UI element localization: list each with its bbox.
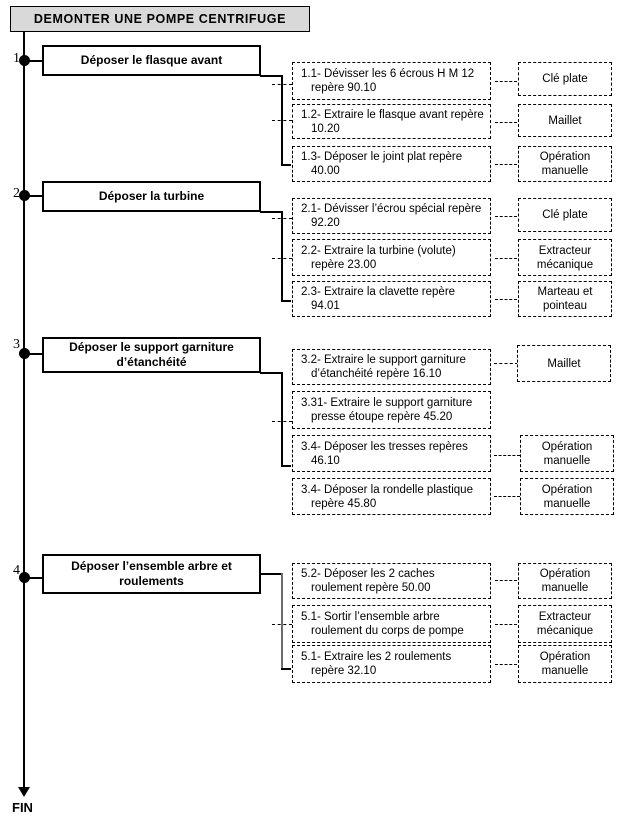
bracket-bottom-1 — [281, 164, 291, 166]
tool-box-1-1[interactable]: Clé plate — [518, 62, 612, 96]
step-node-1 — [19, 55, 30, 66]
detail-link-1-2 — [272, 120, 292, 121]
detail-text: 3.2- Extraire le support garniture d’éta… — [301, 354, 466, 380]
step-box-3[interactable]: Déposer le support garniture d’étanchéit… — [42, 337, 261, 373]
detail-box-3-3[interactable]: 3.4- Déposer les tresses repères 46.10 — [292, 435, 491, 472]
tool-link-2-3 — [495, 299, 517, 300]
detail-box-4-3[interactable]: 5.1- Extraire les 2 roulements repère 32… — [292, 645, 491, 683]
detail-text: 2.2- Extraire la turbine (volute) repère… — [301, 244, 456, 271]
detail-text: 3.4- Déposer les tresses repères 46.10 — [301, 440, 468, 467]
tool-box-4-1[interactable]: Opération manuelle — [518, 563, 612, 599]
tool-link-4-1 — [495, 580, 517, 581]
tool-link-4-2 — [495, 624, 517, 625]
detail-text: 3.4- Déposer la rondelle plastique repèr… — [301, 483, 473, 510]
detail-text: 2.1- Dévisser l’écrou spécial repère 92.… — [301, 203, 482, 229]
detail-text: 5.2- Déposer les 2 caches roulement repè… — [301, 568, 435, 594]
bracket-spine-2 — [281, 211, 283, 301]
tool-box-4-3[interactable]: Opération manuelle — [518, 645, 612, 683]
step-node-3 — [19, 348, 30, 359]
detail-link-2-2 — [272, 258, 292, 259]
step-node-4 — [19, 572, 30, 583]
bracket-bottom-3 — [281, 465, 291, 467]
detail-text: 1.3- Déposer le joint plat repère 40.00 — [301, 151, 463, 177]
end-label: FIN — [12, 800, 33, 815]
detail-box-4-1[interactable]: 5.2- Déposer les 2 caches roulement repè… — [292, 563, 491, 599]
main-flow-spine — [23, 32, 25, 795]
bracket-spine-4 — [281, 573, 283, 669]
step-number-4: 4 — [13, 563, 20, 578]
flow-end-arrow-icon — [18, 787, 30, 797]
step-connector-4 — [29, 577, 43, 579]
step-number-1: 1 — [13, 51, 20, 66]
detail-box-3-4[interactable]: 3.4- Déposer la rondelle plastique repèr… — [292, 478, 491, 515]
tool-box-1-2[interactable]: Maillet — [518, 104, 612, 137]
bracket-bottom-4 — [281, 668, 291, 670]
tool-link-2-2 — [495, 258, 517, 259]
bracket-bottom-2 — [281, 300, 291, 302]
tool-box-2-3[interactable]: Marteau et pointeau — [518, 281, 612, 317]
step-box-4[interactable]: Déposer l’ensemble arbre et roulements — [42, 554, 261, 594]
step-connector-2 — [29, 195, 43, 197]
detail-box-4-2[interactable]: 5.1- Sortir l’ensemble arbre roulement d… — [292, 605, 491, 643]
detail-link-4-2 — [272, 624, 292, 625]
detail-link-3-2 — [272, 421, 292, 422]
tool-link-3-3 — [494, 455, 520, 456]
tool-link-2-1 — [495, 216, 517, 217]
tool-box-2-1[interactable]: Clé plate — [518, 198, 612, 232]
detail-text: 5.1- Sortir l’ensemble arbre roulement d… — [301, 611, 464, 637]
tool-link-3-1 — [494, 363, 518, 364]
detail-box-1-3[interactable]: 1.3- Déposer le joint plat repère 40.00 — [292, 146, 491, 182]
detail-text: 5.1- Extraire les 2 roulements repère 32… — [301, 651, 452, 677]
detail-box-2-3[interactable]: 2.3- Extraire la clavette repère 94.01 — [292, 281, 491, 317]
detail-link-1-1 — [272, 84, 292, 85]
detail-box-2-1[interactable]: 2.1- Dévisser l’écrou spécial repère 92.… — [292, 198, 491, 234]
tool-box-3-3[interactable]: Opération manuelle — [520, 435, 614, 472]
tool-link-1-3 — [495, 164, 517, 165]
tool-link-3-4 — [494, 496, 520, 497]
bracket-top-3 — [260, 372, 282, 374]
detail-box-1-1[interactable]: 1.1- Dévisser les 6 écrous H M 12 repère… — [292, 62, 491, 100]
detail-box-3-2[interactable]: 3.31- Extraire le support garniture pres… — [292, 391, 491, 429]
detail-box-1-2[interactable]: 1.2- Extraire le flasque avant repère 10… — [292, 104, 491, 139]
tool-link-4-3 — [495, 664, 517, 665]
step-number-2: 2 — [13, 186, 20, 201]
bracket-spine-3 — [281, 372, 283, 466]
detail-box-2-2[interactable]: 2.2- Extraire la turbine (volute) repère… — [292, 239, 491, 276]
step-box-1[interactable]: Déposer le flasque avant — [42, 45, 261, 76]
bracket-top-2 — [260, 211, 282, 213]
detail-box-3-1[interactable]: 3.2- Extraire le support garniture d’éta… — [292, 349, 491, 385]
detail-text: 2.3- Extraire la clavette repère 94.01 — [301, 286, 456, 312]
tool-box-2-2[interactable]: Extracteur mécanique — [518, 239, 612, 276]
detail-text: 1.1- Dévisser les 6 écrous H M 12 repère… — [301, 68, 475, 94]
tool-box-3-1[interactable]: Maillet — [517, 345, 611, 382]
step-connector-1 — [29, 60, 43, 62]
tool-box-4-2[interactable]: Extracteur mécanique — [518, 605, 612, 643]
detail-text: 3.31- Extraire le support garniture pres… — [301, 397, 473, 423]
tool-link-1-1 — [495, 81, 517, 82]
page-title: DEMONTER UNE POMPE CENTRIFUGE — [10, 6, 310, 32]
tool-box-1-3[interactable]: Opération manuelle — [518, 146, 612, 182]
bracket-top-1 — [260, 75, 282, 77]
bracket-top-4 — [260, 573, 282, 575]
detail-link-2-1 — [272, 218, 292, 219]
tool-link-1-2 — [495, 122, 517, 123]
step-connector-3 — [29, 353, 43, 355]
step-number-3: 3 — [13, 337, 20, 352]
detail-text: 1.2- Extraire le flasque avant repère 10… — [301, 108, 484, 135]
step-box-2[interactable]: Déposer la turbine — [42, 181, 261, 212]
tool-box-3-4[interactable]: Opération manuelle — [520, 478, 614, 515]
step-node-2 — [19, 190, 30, 201]
